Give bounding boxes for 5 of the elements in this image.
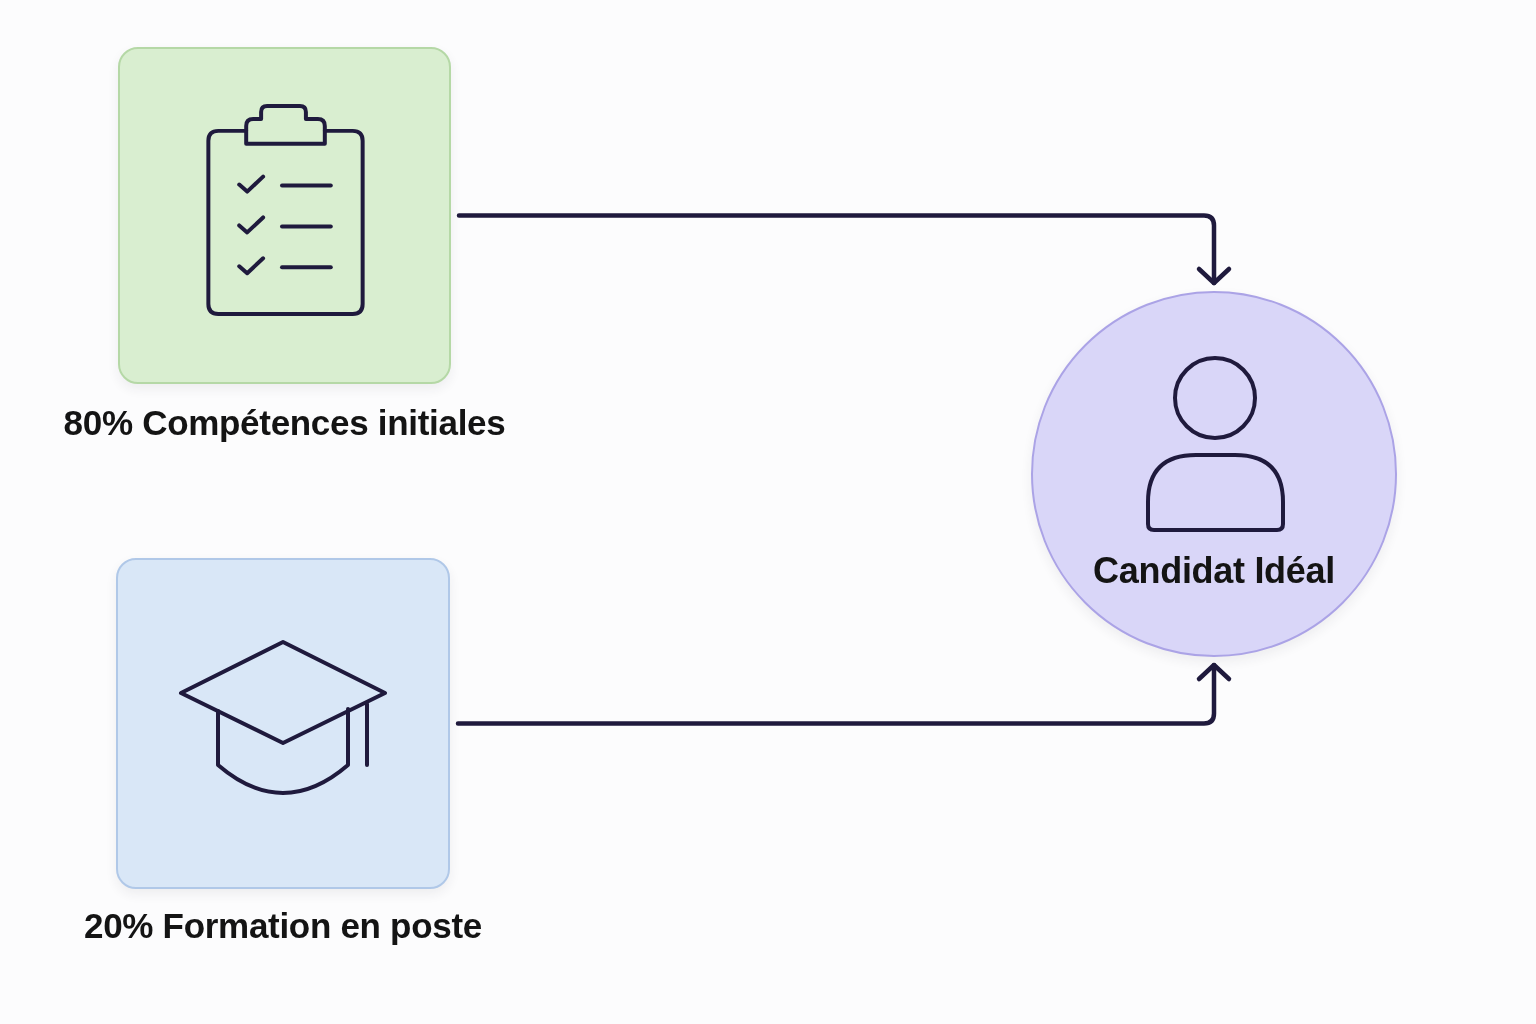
circle-label: Candidat Idéal: [1093, 549, 1335, 593]
connector-arrow: [455, 662, 1232, 726]
box-caption: 80% Compétences initiales: [63, 402, 506, 444]
connector-arrow: [456, 213, 1232, 286]
box-caption: 20% Formation en poste: [84, 905, 482, 947]
